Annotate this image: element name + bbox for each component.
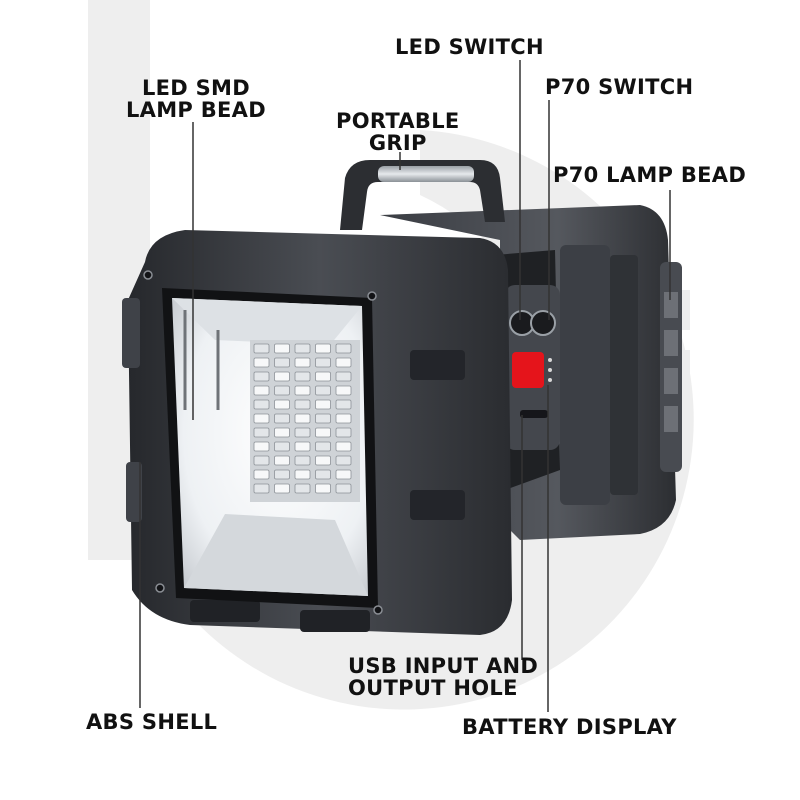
led-bead (294, 371, 311, 382)
led-bead (294, 413, 311, 424)
led-bead (315, 371, 331, 382)
led-bead (315, 483, 331, 494)
led-bead (274, 371, 290, 382)
led-bead (294, 455, 311, 466)
led-bead (335, 343, 352, 354)
led-bead (274, 469, 290, 480)
led-bead (335, 357, 352, 368)
led-bead (253, 469, 270, 480)
led-bead (294, 343, 311, 354)
led-bead (335, 441, 352, 452)
led-bead (294, 357, 311, 368)
led-bead (253, 371, 270, 382)
label-usb-io-line1: USB INPUT AND (348, 654, 539, 678)
label-usb-io-line2: OUTPUT HOLE (348, 676, 518, 700)
led-bead (335, 455, 352, 466)
label-led-smd-lamp-bead: LED SMD LAMP BEAD (126, 77, 266, 121)
led-bead (315, 455, 331, 466)
screws (143, 270, 383, 615)
label-led-smd-line2: LAMP BEAD (126, 98, 266, 122)
led-bead (335, 413, 352, 424)
led-bead (253, 357, 270, 368)
led-bead (253, 441, 270, 452)
led-bead (294, 483, 311, 494)
label-usb-io-hole: USB INPUT AND OUTPUT HOLE (348, 655, 538, 699)
leader-lines (139, 60, 671, 712)
label-led-smd-line1: LED SMD (141, 76, 250, 100)
led-bead (253, 343, 270, 354)
led-bead (294, 427, 311, 438)
led-bead (294, 399, 311, 410)
led-bead (253, 413, 270, 424)
led-bead (253, 427, 270, 438)
led-bead (335, 371, 352, 382)
led-bead (274, 399, 290, 410)
led-bead (315, 427, 331, 438)
led-bead (253, 455, 270, 466)
led-bead (274, 483, 290, 494)
led-bead (315, 385, 331, 396)
led-bead (315, 469, 331, 480)
led-bead (315, 357, 331, 368)
led-bead (315, 399, 331, 410)
led-bead (315, 343, 331, 354)
led-bead (274, 413, 290, 424)
led-bead (335, 469, 352, 480)
label-abs-shell: ABS SHELL (86, 710, 218, 734)
led-bead (335, 399, 352, 410)
led-bead (294, 469, 311, 480)
led-bead (253, 483, 270, 494)
led-bead (315, 413, 331, 424)
led-bead (274, 455, 290, 466)
led-bead (253, 385, 270, 396)
led-bead (253, 399, 270, 410)
led-bead (335, 483, 352, 494)
label-battery-display: BATTERY DISPLAY (462, 715, 677, 739)
label-led-switch: LED SWITCH (395, 35, 544, 59)
led-bead (294, 385, 311, 396)
led-bead (335, 385, 352, 396)
led-bead (274, 441, 290, 452)
p70-switch-button-icon[interactable] (530, 310, 556, 336)
label-portable-grip: PORTABLE GRIP (336, 110, 460, 154)
portable-grip-handle (340, 160, 505, 230)
label-portable-grip-line1: PORTABLE (336, 109, 460, 133)
control-panel (495, 250, 560, 490)
label-portable-grip-line2: GRIP (368, 131, 427, 155)
label-p70-lamp-bead: P70 LAMP BEAD (553, 163, 747, 187)
led-bead (294, 441, 311, 452)
led-bead (335, 427, 352, 438)
led-bead (274, 427, 290, 438)
led-bead (315, 441, 331, 452)
led-smd-array (250, 340, 360, 502)
battery-display-icon (512, 352, 544, 388)
led-bead (274, 385, 290, 396)
label-p70-switch: P70 SWITCH (545, 75, 694, 99)
led-bead (274, 343, 290, 354)
led-bead (274, 357, 290, 368)
